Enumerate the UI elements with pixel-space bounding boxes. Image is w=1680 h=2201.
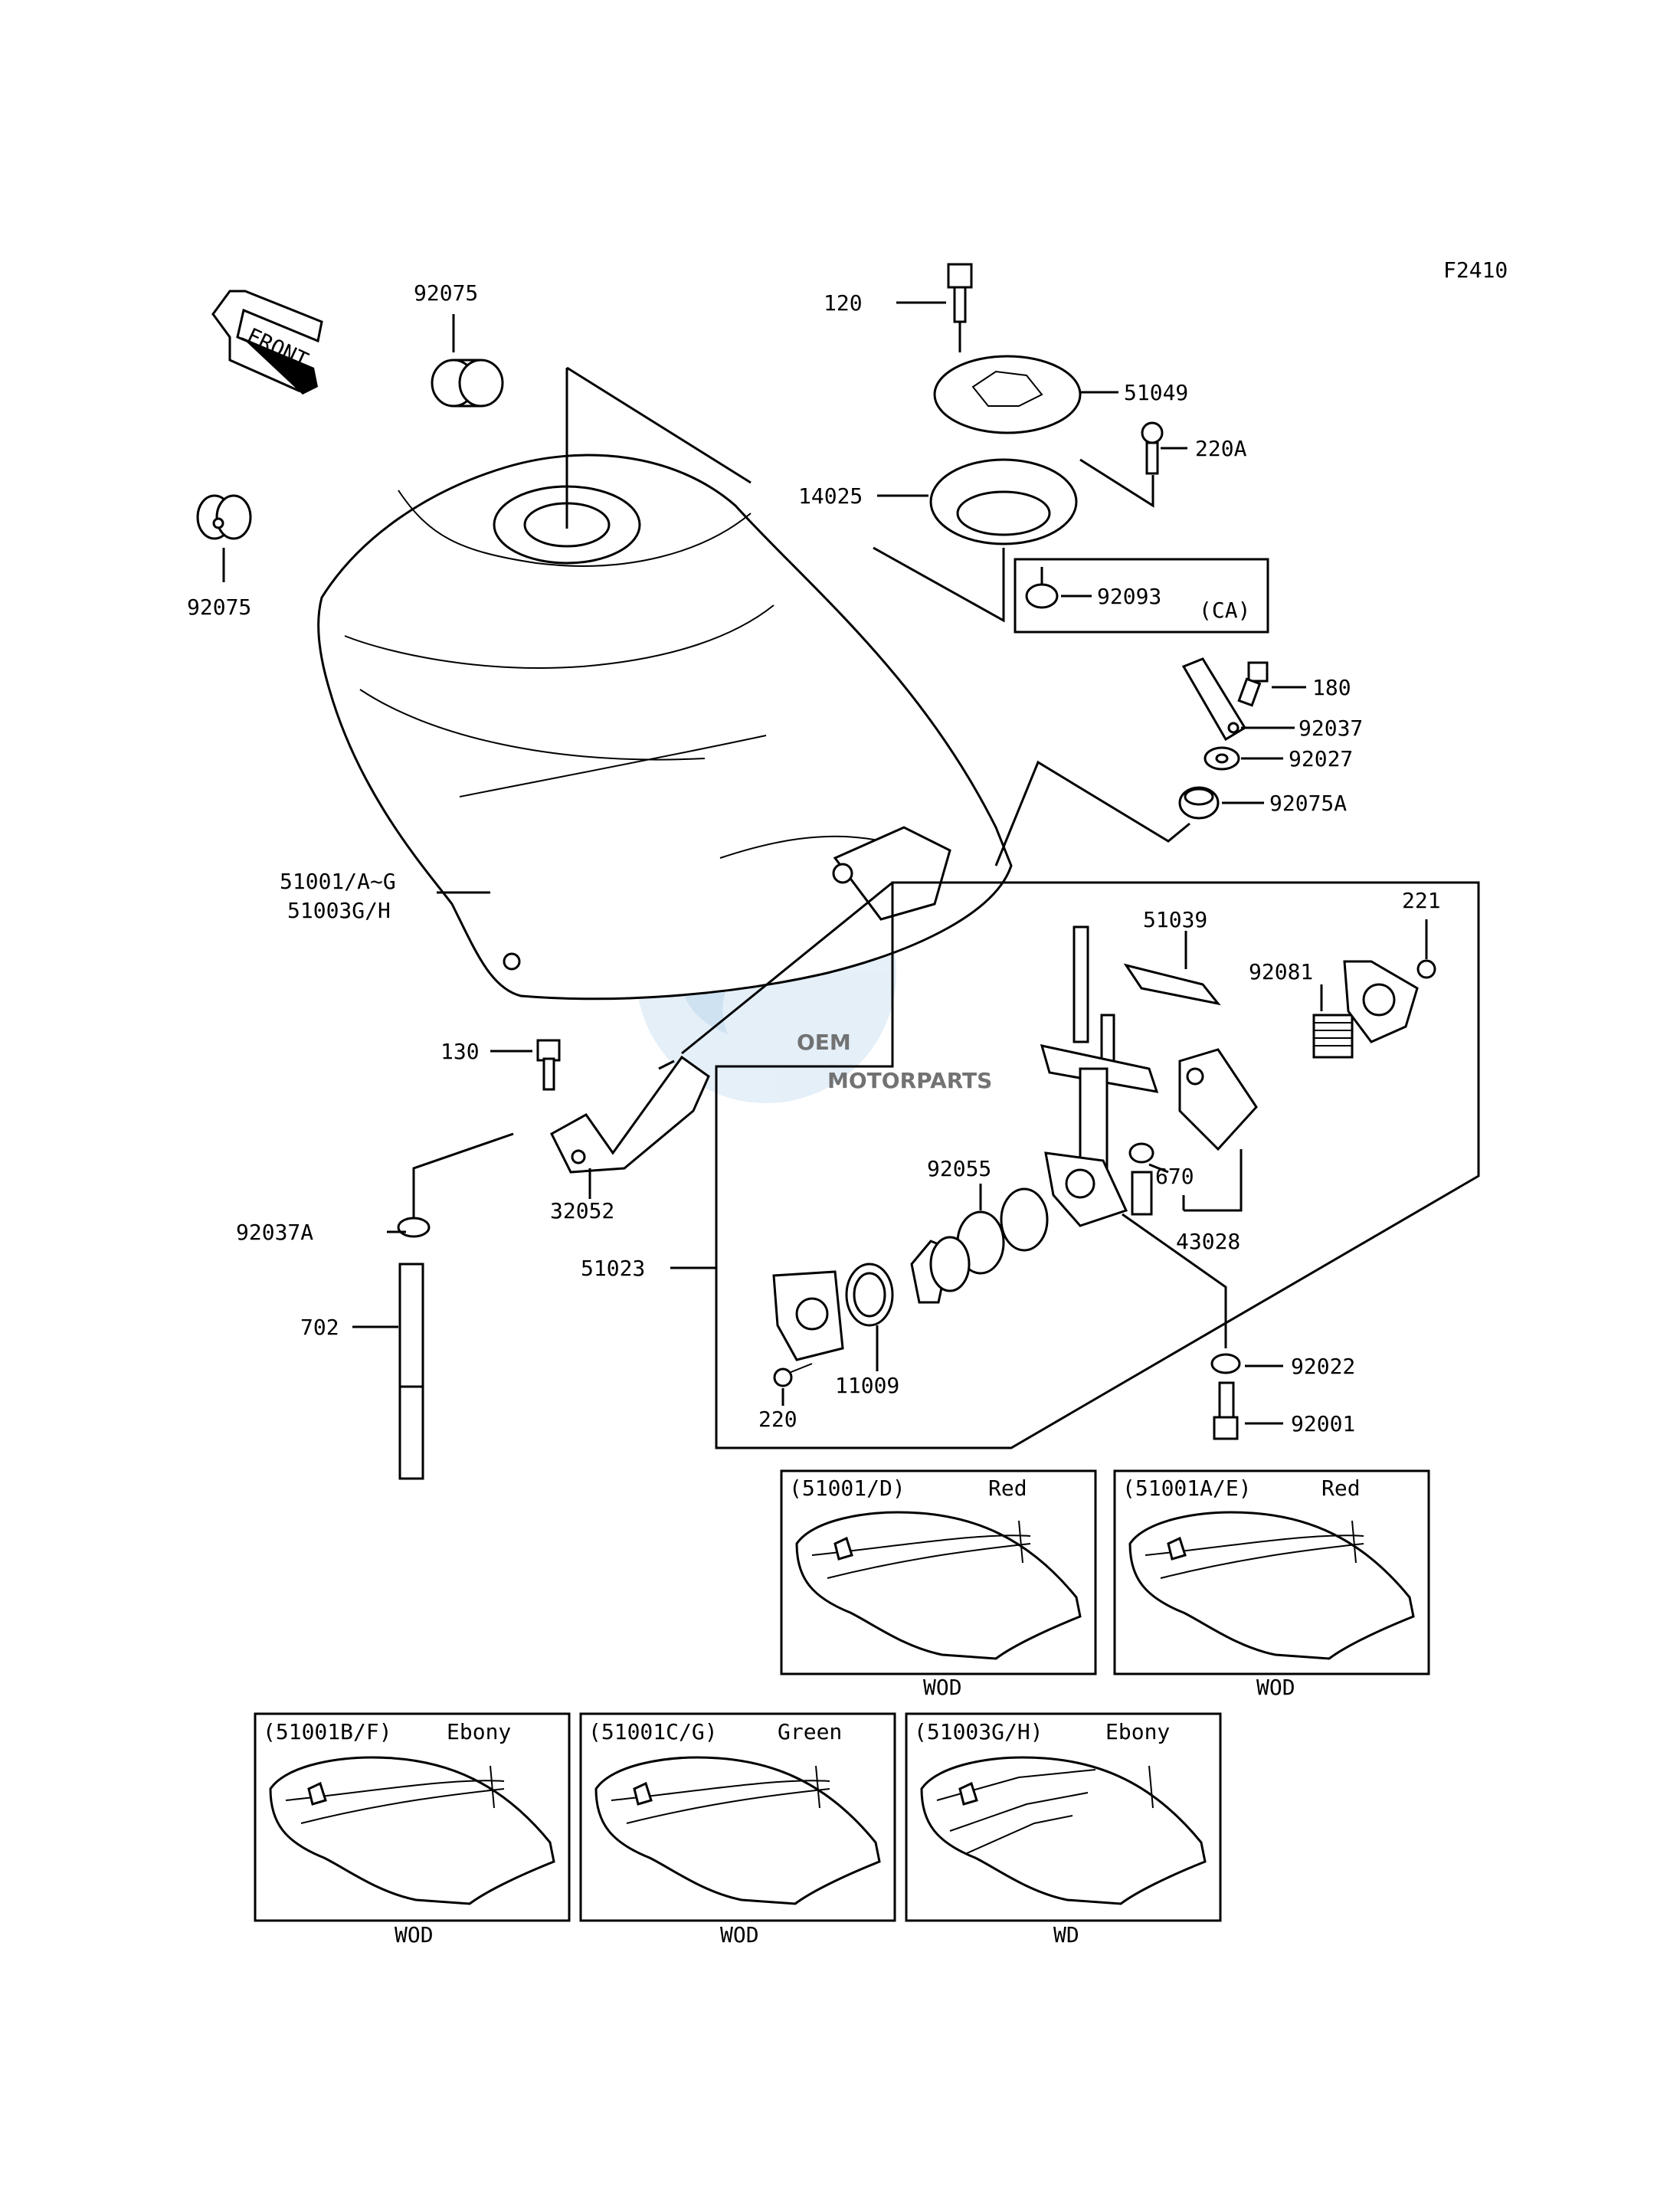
callout-92001: 92001 bbox=[1291, 1411, 1355, 1436]
variant-footer: WOD bbox=[720, 1922, 759, 1947]
callout-92027: 92027 bbox=[1289, 746, 1353, 771]
ca-region-box bbox=[1014, 558, 1269, 634]
callout-220: 220 bbox=[758, 1407, 797, 1432]
seal-11009 bbox=[845, 1263, 894, 1371]
watermark-logo-text: OEM bbox=[797, 1030, 851, 1055]
variant-51003g-h: (51003G/H) Ebony WD bbox=[905, 1712, 1222, 1947]
bolt-180 bbox=[1237, 661, 1306, 707]
callout-51023: 51023 bbox=[581, 1256, 645, 1281]
callout-92081: 92081 bbox=[1249, 959, 1313, 984]
callout-14025: 14025 bbox=[798, 483, 863, 509]
callout-11009: 11009 bbox=[835, 1373, 899, 1398]
callout-51003: 51003G/H bbox=[287, 898, 391, 923]
callout-ca: (CA) bbox=[1199, 598, 1250, 623]
callout-43028: 43028 bbox=[1176, 1229, 1240, 1254]
ring-92055 bbox=[956, 1184, 1049, 1275]
callout-92075-top: 92075 bbox=[414, 280, 478, 306]
callout-92093: 92093 bbox=[1097, 584, 1161, 609]
callout-92055: 92055 bbox=[927, 1156, 991, 1181]
variant-code: (51001A/E) bbox=[1122, 1476, 1252, 1501]
callout-51039: 51039 bbox=[1143, 907, 1207, 932]
clamp-92037A bbox=[387, 1132, 514, 1238]
callout-221: 221 bbox=[1402, 888, 1441, 913]
callout-51001: 51001/A~G bbox=[280, 869, 396, 894]
callout-220A: 220A bbox=[1195, 436, 1247, 461]
fuel-tank-drawing bbox=[317, 366, 1013, 1001]
variant-code: (51003G/H) bbox=[914, 1719, 1043, 1744]
bracket-32052 bbox=[550, 1055, 710, 1199]
callout-180: 180 bbox=[1312, 675, 1351, 700]
watermark-sub-text: MOTORPARTS bbox=[827, 1068, 992, 1093]
variant-51001b-f: (51001B/F) Ebony WOD bbox=[254, 1712, 571, 1947]
variant-51001c-g: (51001C/G) Green WOD bbox=[579, 1712, 896, 1947]
variant-color: Red bbox=[1321, 1476, 1361, 1501]
cap-51049 bbox=[933, 355, 1118, 434]
variant-51001-d: (51001/D) Red WOD bbox=[780, 1469, 1097, 1700]
washer-92022 bbox=[1210, 1353, 1283, 1374]
variant-color: Ebony bbox=[1105, 1719, 1170, 1744]
variant-footer: WOD bbox=[923, 1675, 962, 1700]
screw-220 bbox=[773, 1363, 813, 1406]
callout-702: 702 bbox=[300, 1315, 339, 1340]
valve-lever bbox=[910, 1236, 971, 1304]
callout-130: 130 bbox=[440, 1039, 480, 1064]
front-arrow-icon: FRONT bbox=[211, 290, 323, 395]
cap-base-14025 bbox=[873, 458, 1078, 623]
bolt-120 bbox=[896, 263, 973, 352]
variant-color: Green bbox=[778, 1719, 842, 1744]
bolt-130 bbox=[490, 1039, 561, 1091]
variant-footer: WD bbox=[1053, 1922, 1079, 1947]
figure-code: F2410 bbox=[1443, 257, 1508, 283]
spring-92081 bbox=[1312, 984, 1354, 1059]
variant-code: (51001C/G) bbox=[588, 1719, 718, 1744]
callout-51049: 51049 bbox=[1124, 380, 1188, 405]
fuel-cock-region bbox=[715, 881, 1480, 1449]
callout-92075-left: 92075 bbox=[187, 594, 251, 620]
variant-footer: WOD bbox=[1256, 1675, 1295, 1700]
callout-120: 120 bbox=[824, 290, 863, 316]
grommet-92093 bbox=[1014, 558, 1269, 634]
variant-code: (51001/D) bbox=[789, 1476, 905, 1501]
gasket-51039 bbox=[1123, 931, 1221, 1006]
callout-92022: 92022 bbox=[1291, 1354, 1355, 1379]
variant-color: Ebony bbox=[447, 1719, 511, 1744]
bolt-92001 bbox=[1213, 1381, 1283, 1440]
fuel-cock-body bbox=[1040, 925, 1227, 1348]
screw-220A bbox=[1079, 421, 1187, 508]
callout-92075A: 92075A bbox=[1269, 791, 1347, 816]
callout-670: 670 bbox=[1155, 1164, 1194, 1189]
bracket-92037 bbox=[1181, 657, 1295, 742]
grommet-92075-top bbox=[431, 314, 504, 408]
washer-92027 bbox=[1204, 746, 1283, 771]
variant-color: Red bbox=[988, 1476, 1027, 1501]
variant-51001a-e: (51001A/E) Red WOD bbox=[1113, 1469, 1430, 1700]
grommet-92075-left bbox=[196, 494, 252, 582]
callout-92037: 92037 bbox=[1298, 716, 1363, 741]
hose-702 bbox=[352, 1263, 424, 1480]
callout-32052: 32052 bbox=[550, 1198, 614, 1223]
grommet-92075A bbox=[994, 760, 1264, 866]
oring-670 bbox=[1128, 1142, 1169, 1174]
leader-tank-to-cock bbox=[658, 881, 893, 1070]
screw-221 bbox=[1416, 919, 1436, 979]
variant-footer: WOD bbox=[395, 1922, 434, 1947]
diaphragm-43028 bbox=[1178, 1048, 1258, 1212]
cover-plate bbox=[1343, 960, 1419, 1043]
plate-lever bbox=[772, 1270, 844, 1361]
variant-code: (51001B/F) bbox=[263, 1719, 392, 1744]
callout-92037A: 92037A bbox=[236, 1220, 313, 1245]
